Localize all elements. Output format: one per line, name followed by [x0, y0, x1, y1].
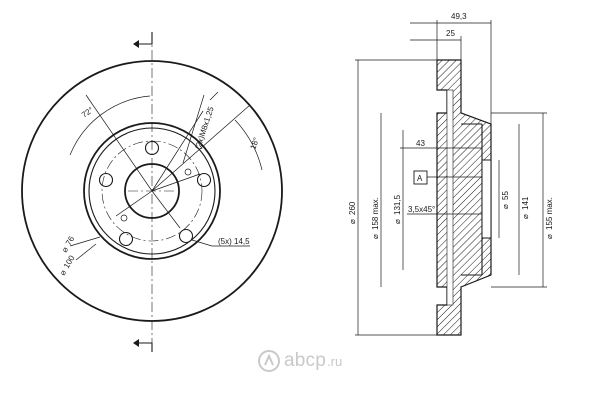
dia-260-symbol: ⌀: [348, 219, 357, 224]
bolt-hole: [118, 231, 134, 247]
threaded-hole: [184, 168, 192, 176]
front-view: 72° (2x)M8x1,25 18° ⌀ 76 ⌀ 100 (5x) 14,5: [21, 32, 283, 352]
dim-49-3: 49,3: [451, 12, 467, 21]
dia-155: 155 max.: [545, 197, 554, 230]
section-marker-bottom-arrow: [133, 339, 139, 347]
dia-55: 55: [501, 191, 510, 200]
dia-155-symbol: ⌀: [545, 234, 554, 239]
threaded-hole: [120, 214, 128, 222]
svg-text:⌀: ⌀: [58, 268, 68, 277]
vent-gap: [446, 89, 454, 306]
offset-angle: 18°: [248, 136, 261, 150]
bolt-hole: [178, 228, 194, 244]
svg-text:100: 100: [62, 253, 77, 270]
svg-text:76: 76: [64, 234, 77, 247]
section-marker-top: [139, 32, 153, 45]
dia100-leader: [75, 243, 97, 261]
datum-label: A: [417, 174, 423, 183]
bolt-hole: [98, 172, 114, 188]
dia-55-symbol: ⌀: [501, 204, 510, 209]
dim-43: 43: [416, 139, 425, 148]
dia-131-5: 131,5: [393, 194, 402, 215]
dim-100: ⌀ 100: [58, 253, 77, 277]
angle-arc-18: [234, 119, 263, 171]
dia-158: 158 max.: [371, 197, 380, 230]
angle-arc-72: [69, 95, 151, 156]
dia-141-symbol: ⌀: [521, 214, 530, 219]
dia-260: 260: [348, 201, 357, 215]
dia-131-5-symbol: ⌀: [393, 219, 402, 224]
dim-76: ⌀ 76: [60, 234, 77, 254]
tick-line: [209, 91, 219, 101]
radial-line: [151, 173, 201, 192]
watermark-brand: abcp: [284, 350, 327, 371]
svg-text:⌀: ⌀: [60, 245, 70, 254]
dia-141: 141: [521, 196, 530, 210]
chamfer: 3,5x45°: [408, 205, 435, 214]
bolt-hole: [196, 172, 212, 188]
section-marker-bottom: [139, 342, 153, 352]
dim-25: 25: [446, 29, 455, 38]
holes-spec: (5x) 14,5: [218, 237, 250, 246]
radial-line: [151, 190, 181, 229]
radial-line: [115, 190, 153, 217]
watermark: abcp .ru: [258, 346, 342, 376]
dia76-leader: [69, 236, 101, 247]
datum-box: [413, 170, 428, 185]
bore-step: [481, 159, 492, 239]
radial-line: [151, 104, 251, 192]
holes-leader: [191, 239, 213, 247]
radial-line: [85, 94, 153, 192]
watermark-suffix: .ru: [327, 353, 343, 369]
section-view: 49,3 25 43 A 3,5x45° 260 ⌀ 158 max. ⌀ 13…: [348, 12, 554, 336]
thread-spec: (2x)M8x1,25: [193, 105, 215, 151]
radial-line: [151, 110, 204, 192]
section-marker-top-arrow: [133, 40, 139, 48]
abcp-logo-icon: [258, 350, 280, 372]
dia-158-symbol: ⌀: [371, 234, 380, 239]
thread-leader: [182, 94, 205, 164]
bolt-pattern-angle: 72°: [80, 105, 95, 119]
